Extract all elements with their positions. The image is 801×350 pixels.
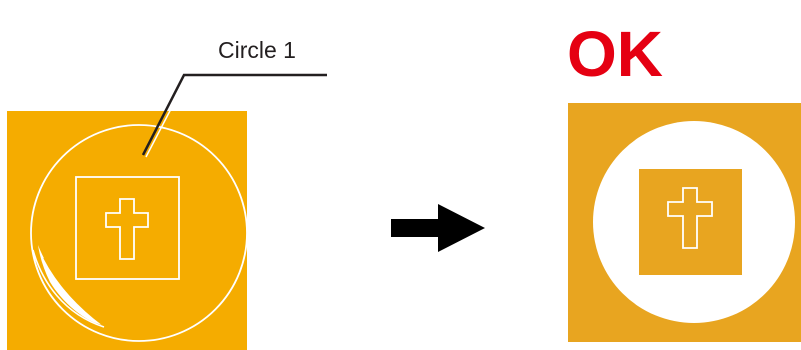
before-panel (7, 111, 248, 350)
callout-leader-line (141, 73, 327, 156)
callout: Circle 1 (141, 37, 327, 158)
before-cross-icon (105, 198, 149, 260)
circle-1-outline (30, 124, 248, 342)
after-inner-square (639, 169, 742, 275)
callout-label: Circle 1 (218, 37, 296, 63)
before-tile (7, 111, 247, 350)
ok-label: OK (567, 18, 663, 90)
before-inner-square (75, 176, 180, 280)
after-panel: OK (567, 18, 801, 342)
callout-leader-highlight (145, 79, 327, 158)
peeling-corner-icon (32, 245, 105, 328)
arrow-right-icon (391, 204, 485, 252)
after-cross-icon (667, 187, 713, 249)
